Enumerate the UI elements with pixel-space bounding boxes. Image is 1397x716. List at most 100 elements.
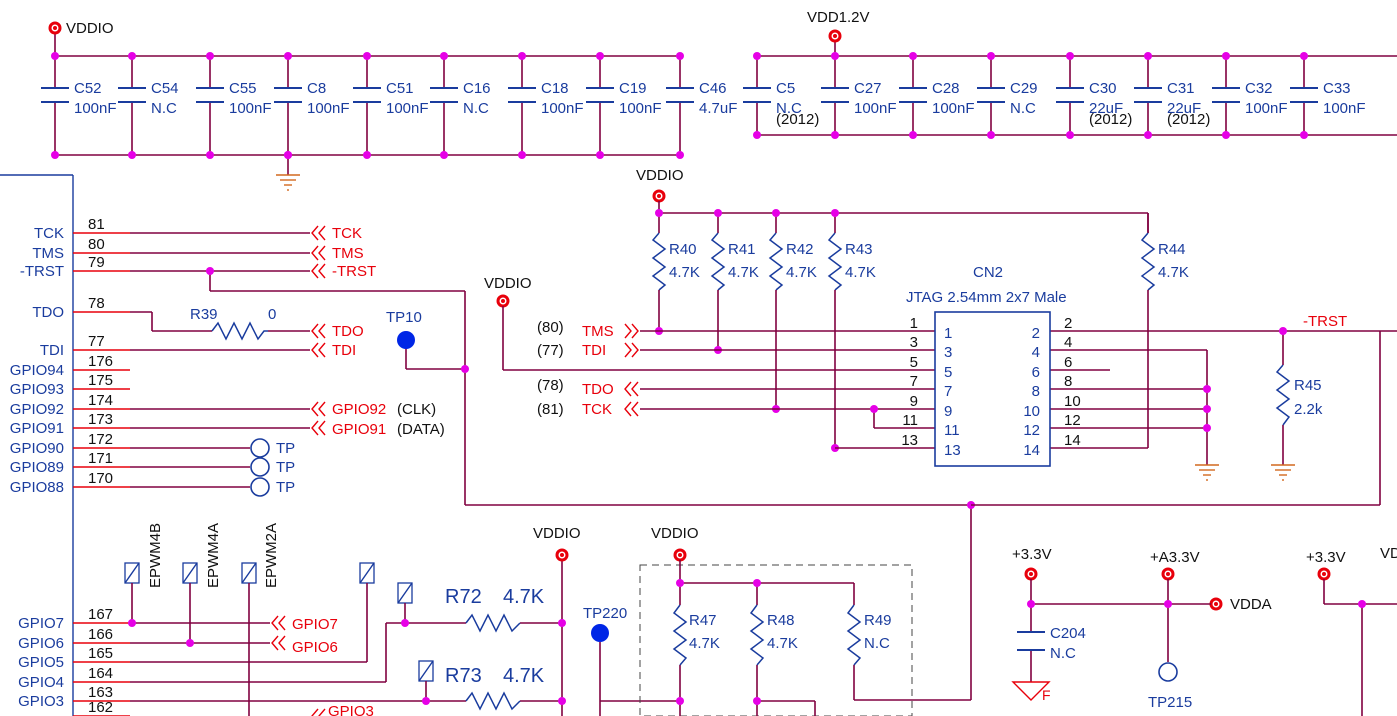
res-val: 4.7K (786, 264, 817, 281)
junction-dot (1144, 131, 1152, 139)
junction-dot (772, 209, 780, 217)
junction-dot (987, 52, 995, 60)
cap-val: 4.7uF (699, 100, 737, 117)
junction-dot (440, 52, 448, 60)
pin-number: 165 (88, 645, 113, 662)
cn2-desc: JTAG 2.54mm 2x7 Male (906, 289, 1067, 306)
resistor-r48: R48 4.7K (749, 604, 798, 666)
junction-dot (128, 52, 136, 60)
p33-label: +3.3V (1306, 549, 1346, 566)
res-val: 4.7K (845, 264, 876, 281)
mcu-pin-cut: 162 (73, 699, 130, 716)
pin-number: 78 (88, 295, 105, 312)
offpage-connector (311, 420, 326, 436)
chevron (311, 323, 319, 339)
junction-dot (518, 151, 526, 159)
pin-name: TDI (40, 342, 64, 359)
r49-val: N.C (864, 635, 890, 652)
cn2-pin-inner: 14 (1023, 442, 1040, 459)
vddio-power-symbol: VDDIO (48, 20, 114, 37)
junction-dot (1279, 327, 1287, 335)
vdda-label: VDDA (1230, 596, 1272, 613)
cn2-pin-outer: 6 (1064, 354, 1072, 371)
chevron (311, 342, 319, 358)
res-body (768, 232, 784, 291)
junction-dot (1027, 600, 1035, 608)
res-val: 4.7K (728, 264, 759, 281)
pin-number: 173 (88, 411, 113, 428)
cn2-pin-inner: 3 (944, 344, 952, 361)
chevron (271, 635, 279, 651)
junction-dot (128, 151, 136, 159)
junction-dot (870, 405, 878, 413)
offpage-connector (311, 245, 326, 261)
pin-name: GPIO94 (10, 362, 64, 379)
cn2-pin-inner: 1 (944, 325, 952, 342)
cn2-pin-outer: 2 (1064, 315, 1072, 332)
jtag-net-tms: TMS (582, 323, 614, 340)
cap-pkg: (2012) (1089, 111, 1132, 128)
chevron (278, 635, 286, 651)
cn2-pin-inner: 10 (1023, 403, 1040, 420)
junction-dot (128, 619, 136, 627)
junction-dot (655, 209, 663, 217)
chevron (631, 401, 639, 417)
junction-dot (1222, 52, 1230, 60)
cn2-pin-outer: 13 (901, 432, 918, 449)
chevron (318, 225, 326, 241)
jtag-net-tdo: TDO (582, 381, 614, 398)
r47-val: 4.7K (689, 635, 720, 652)
junction-dot (753, 579, 761, 587)
offpage-connector (624, 323, 639, 339)
pin-name: GPIO92 (10, 401, 64, 418)
r48-ref: R48 (767, 612, 795, 629)
offpage-connector (311, 708, 326, 716)
cap-ref: C30 (1089, 80, 1117, 97)
junction-dot (909, 52, 917, 60)
cap-val: N.C (151, 100, 177, 117)
cap-val: 100nF (74, 100, 117, 117)
right-supply-section: +3.3V VD (1306, 545, 1397, 716)
vddio-label: VDDIO (484, 275, 532, 292)
pin-number: 81 (88, 216, 105, 233)
r72-ref: R72 (445, 586, 482, 608)
junction-dot (206, 267, 214, 275)
ground-symbol (276, 174, 300, 191)
res-body (1140, 232, 1156, 291)
vddio-label: VDDIO (651, 525, 699, 542)
net-label-gpio91-fn: (DATA) (397, 421, 445, 438)
cap-val: N.C (1010, 100, 1036, 117)
res-body (651, 232, 667, 291)
resistor-r45: R45 2.2k (1275, 364, 1323, 426)
res-ref: R42 (786, 241, 814, 258)
junction-dot (676, 151, 684, 159)
net-label-trst-right: -TRST (1303, 313, 1347, 330)
res-ref: R44 (1158, 241, 1186, 258)
net-label-tck: TCK (332, 225, 362, 242)
epwm2a-label: EPWM2A (263, 523, 280, 588)
c204-val: N.C (1050, 645, 1076, 662)
pin-number: 176 (88, 353, 113, 370)
test-points-gpio: TP TP TP (250, 438, 295, 497)
res-ref: R40 (669, 241, 697, 258)
chevron (318, 245, 326, 261)
cn2-pin-outer: 1 (910, 315, 918, 332)
r39-val: 0 (268, 306, 276, 323)
chevron (624, 342, 632, 358)
junction-dot (831, 52, 839, 60)
cap-val: 100nF (854, 100, 897, 117)
jtag-pullup-network: VDDIO (636, 167, 1149, 233)
r48-val: 4.7K (767, 635, 798, 652)
pin-name: GPIO6 (18, 635, 64, 652)
junction-dot (909, 131, 917, 139)
cap-ref: C32 (1245, 80, 1273, 97)
